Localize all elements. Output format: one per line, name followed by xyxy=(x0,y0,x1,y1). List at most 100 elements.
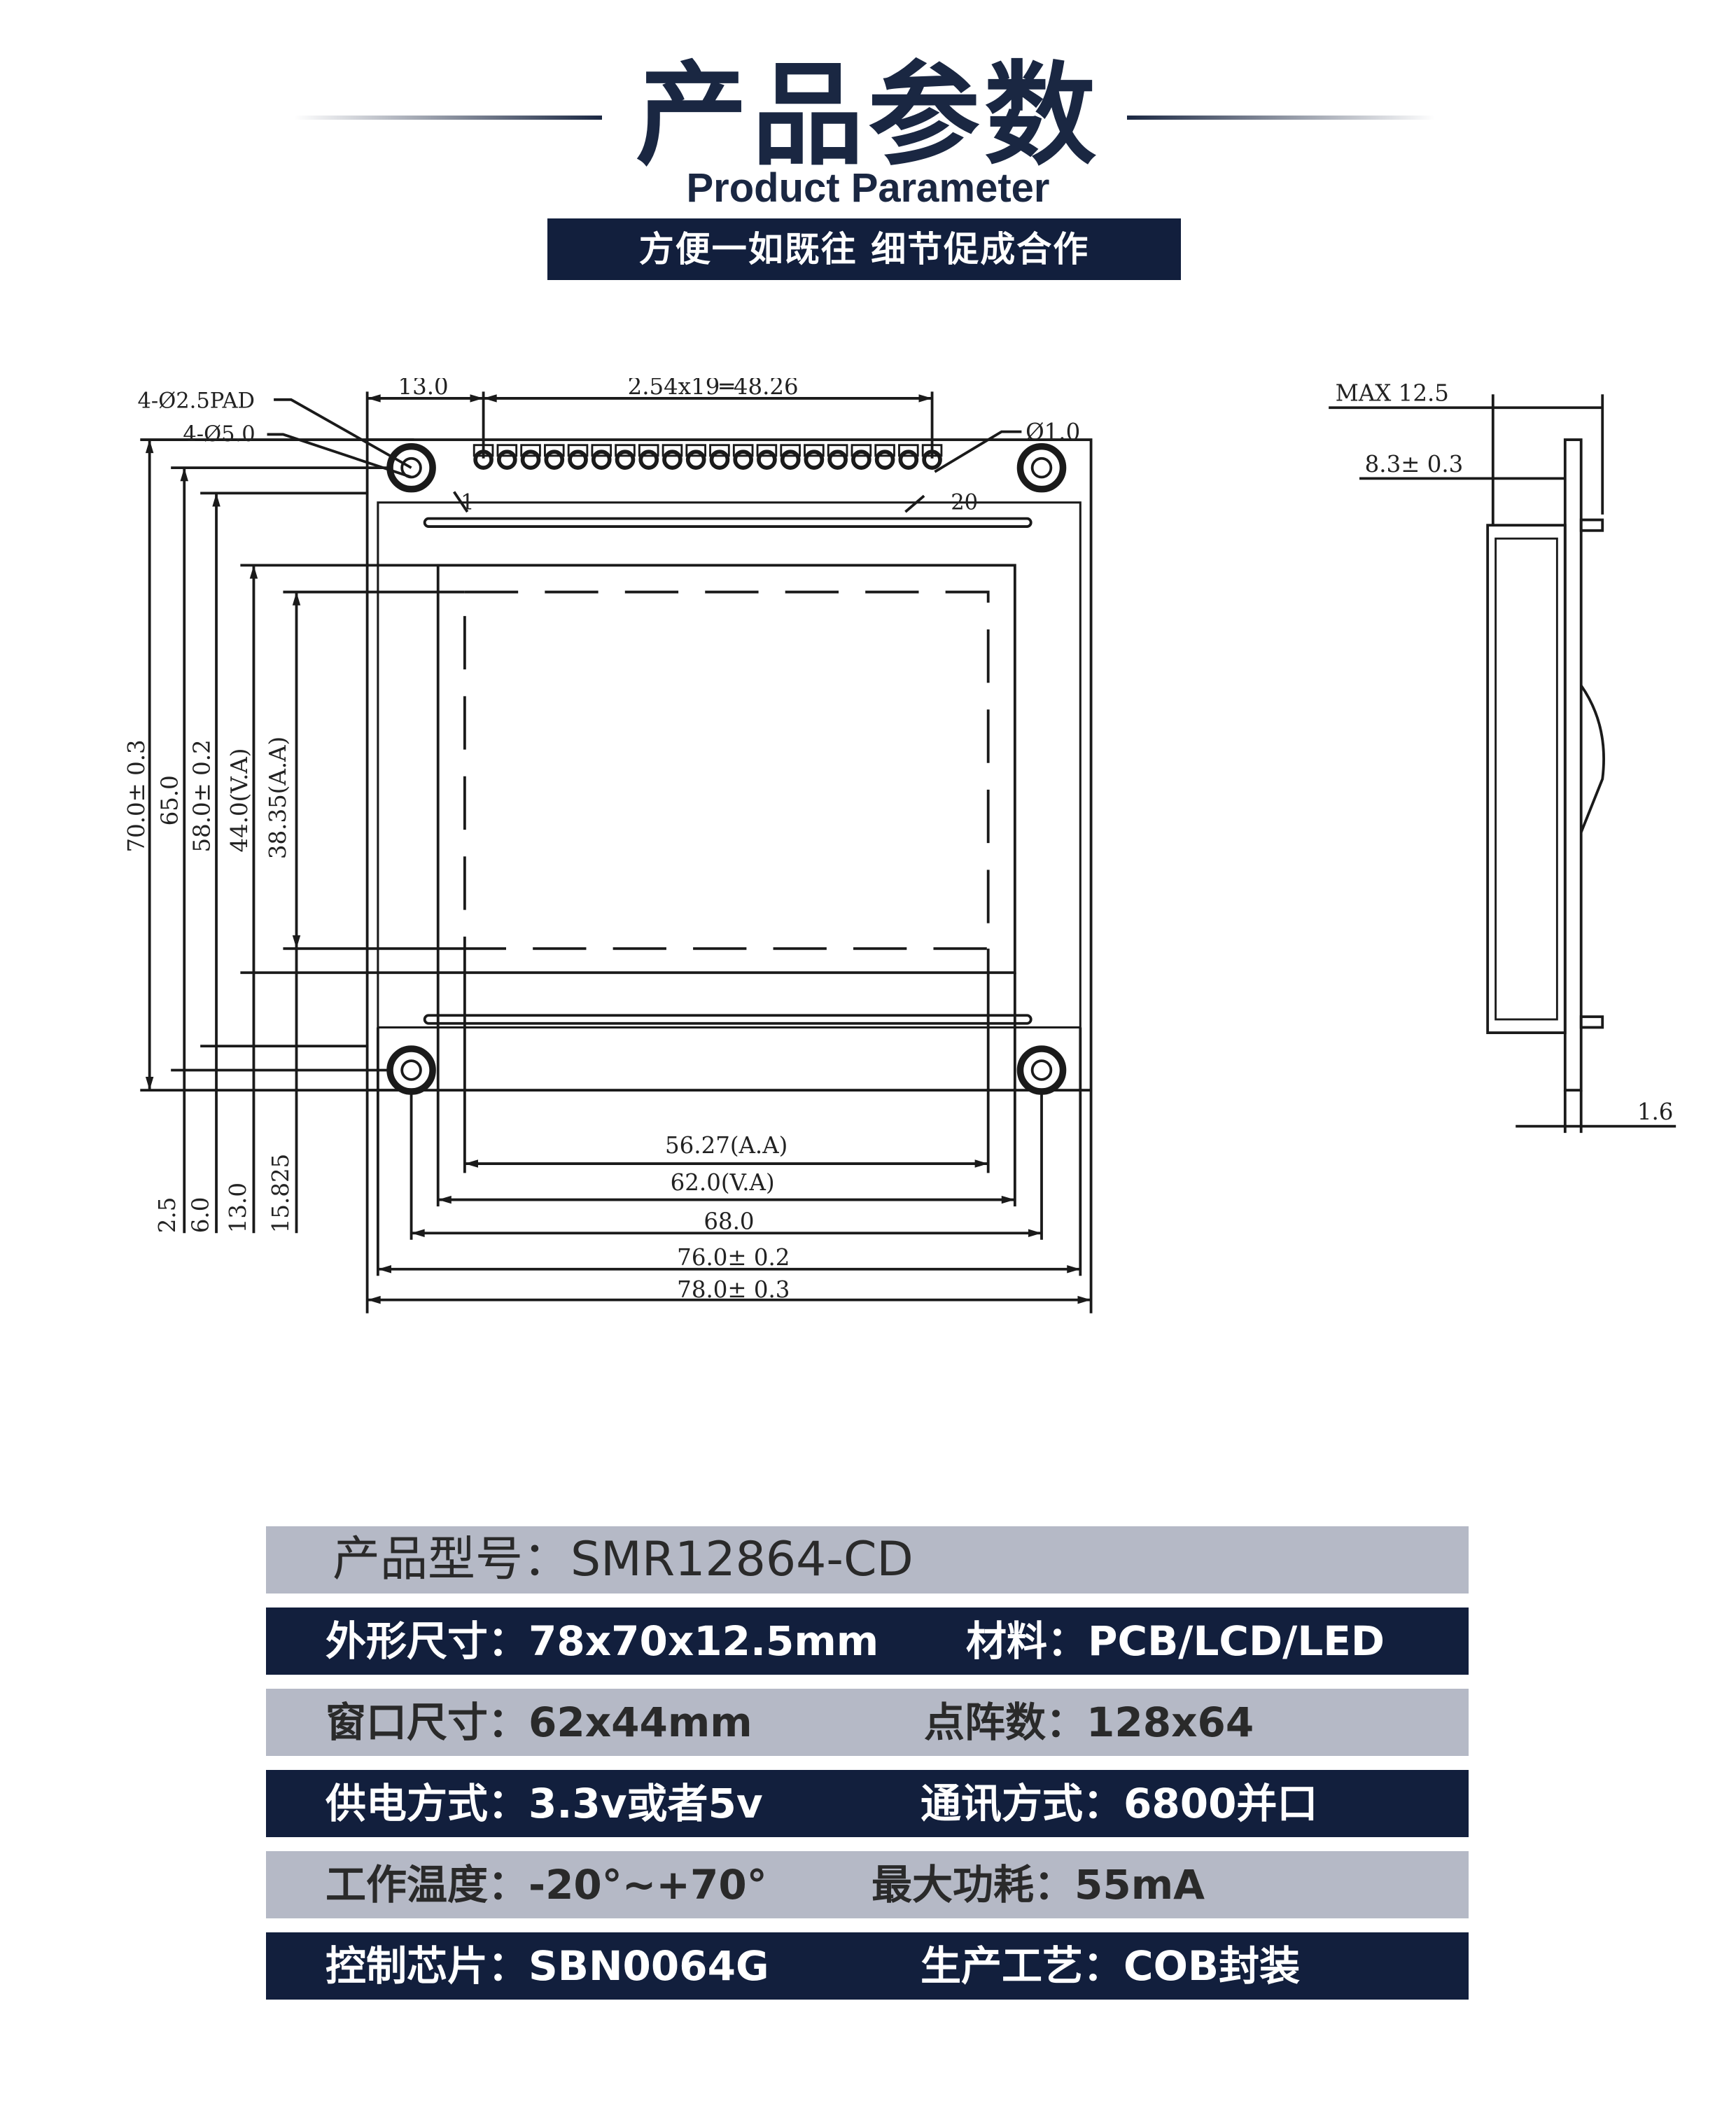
connector-pin-pad xyxy=(827,444,848,457)
mounting-hole-tr xyxy=(1016,442,1067,493)
dim-780: 78.0± 0.3 xyxy=(677,1276,790,1303)
dim-70: 70.0± 0.3 xyxy=(123,739,150,852)
spec-right: 最大功耗：55mA xyxy=(872,1861,1205,1909)
active-area xyxy=(463,590,990,950)
pin-span-label: 2.54x19═48.26 xyxy=(628,378,799,400)
spec-left: 窗口尺寸：62x44mm xyxy=(326,1699,752,1746)
pin-hole-label: Ø1.0 xyxy=(1026,419,1080,445)
connector-pin-pad xyxy=(732,444,754,457)
connector-pin-pad xyxy=(591,444,612,457)
spec-left: 供电方式：3.3v或者5v xyxy=(326,1780,763,1827)
connector-pin xyxy=(638,449,659,470)
connector-pin-pad xyxy=(874,444,895,457)
led-strip-top xyxy=(423,517,1032,528)
spec-left: 控制芯片：SBN0064G xyxy=(326,1942,769,1990)
connector-pin-pad xyxy=(567,444,589,457)
connector-pin-pad xyxy=(662,444,683,457)
connector-pin xyxy=(709,449,730,470)
model-text: 产品型号：SMR12864-CD xyxy=(332,1532,913,1587)
dim-3835: 38.35(A.A) xyxy=(265,737,291,859)
connector-pin xyxy=(615,449,636,470)
led-strip-bottom xyxy=(423,1014,1032,1025)
mounting-hole-tl xyxy=(386,442,436,493)
pin-row xyxy=(472,444,943,470)
pin-last-label: 20 xyxy=(951,490,978,515)
dim-65: 65.0 xyxy=(157,775,183,825)
holes-label: 4-Ø5.0 xyxy=(183,422,255,447)
connector-pin-pad xyxy=(544,444,565,457)
spec-left: 工作温度：-20°~+70° xyxy=(326,1861,767,1909)
header: 产品参数 Product Parameter 方便一如既往 细节促成合作 xyxy=(0,0,1736,294)
viewing-area xyxy=(436,564,1016,975)
connector-pin xyxy=(757,449,777,470)
connector-pin-pad xyxy=(472,444,494,457)
connector-pin-pad xyxy=(615,444,636,457)
connector-pin xyxy=(591,449,612,470)
offset-130: 13.0 xyxy=(225,1183,251,1233)
pin-first-label: 1 xyxy=(461,490,474,515)
connector-pin-pad xyxy=(898,444,919,457)
dim-5627: 56.27(A.A) xyxy=(665,1132,788,1159)
spec-row: 窗口尺寸：62x44mm 点阵数：128x64 xyxy=(266,1689,1469,1756)
page-subtitle: Product Parameter xyxy=(686,165,1050,211)
dim-44: 44.0(V.A) xyxy=(226,748,253,853)
connector-pin xyxy=(922,449,942,470)
connector-pin xyxy=(662,449,682,470)
slogan-banner: 方便一如既往 细节促成合作 xyxy=(547,218,1181,280)
connector-pin xyxy=(804,449,825,470)
title-rule-right xyxy=(1127,116,1435,120)
offset-60: 6.0 xyxy=(188,1197,214,1234)
dim-760: 76.0± 0.2 xyxy=(677,1244,790,1271)
connector-pin xyxy=(544,449,565,470)
side-lcd xyxy=(1486,524,1567,1034)
max-height-label: MAX 12.5 xyxy=(1336,380,1449,407)
connector-pin xyxy=(520,449,541,470)
connector-pin xyxy=(827,449,848,470)
connector-pin-pad xyxy=(520,444,541,457)
connector-pin xyxy=(851,449,872,470)
spec-right: 材料：PCB/LCD/LED xyxy=(966,1617,1385,1665)
connector-pin xyxy=(898,449,919,470)
connector-pin-pad xyxy=(709,444,730,457)
connector-pin xyxy=(568,449,588,470)
spec-right: 生产工艺：COB封装 xyxy=(920,1942,1301,1990)
dim-680: 68.0 xyxy=(704,1208,754,1235)
dim-620: 62.0(V.A) xyxy=(671,1169,775,1196)
connector-pin-pad xyxy=(850,444,872,457)
connector-pin xyxy=(497,449,517,470)
connector-pin-pad xyxy=(685,444,706,457)
spec-right: 通讯方式：6800并口 xyxy=(920,1780,1318,1827)
mounting-hole-bl xyxy=(386,1045,436,1095)
connector-pin xyxy=(733,449,753,470)
side-pcb xyxy=(1563,438,1583,1092)
offset-25: 2.5 xyxy=(154,1197,181,1234)
pads-label: 4-Ø2.5PAD xyxy=(137,389,255,413)
connector-pin xyxy=(473,449,493,470)
mounting-hole-tr-inner xyxy=(1030,456,1053,479)
pcb-offset-label: 8.3± 0.3 xyxy=(1365,451,1464,477)
title-rule-left xyxy=(294,116,602,120)
mounting-hole-bl-inner xyxy=(400,1059,422,1081)
connector-pin xyxy=(780,449,801,470)
spec-left: 外形尺寸：78x70x12.5mm xyxy=(326,1617,879,1665)
spec-row: 供电方式：3.3v或者5v 通讯方式：6800并口 xyxy=(266,1770,1469,1837)
page-title: 产品参数 xyxy=(635,50,1100,181)
connector-pin-pad xyxy=(496,444,518,457)
spec-row: 工作温度：-20°~+70° 最大功耗：55mA xyxy=(266,1851,1469,1918)
connector-pin xyxy=(874,449,895,470)
connector-pin-pad xyxy=(756,444,778,457)
mounting-hole-br-inner xyxy=(1030,1059,1053,1081)
dim-58: 58.0± 0.2 xyxy=(189,739,216,852)
technical-drawing: 4-Ø2.5PAD 4-Ø5.0 13.0 2.54x19═48.26 Ø1.0… xyxy=(0,373,1736,1400)
connector-pin xyxy=(685,449,706,470)
left-offset-label: 13.0 xyxy=(398,378,448,400)
pcb-outline xyxy=(365,438,1093,1092)
lcd-frame xyxy=(377,501,1082,1028)
connector-pin-pad xyxy=(638,444,659,457)
spec-row-model: 产品型号：SMR12864-CD xyxy=(266,1526,1469,1594)
connector-pin-pad xyxy=(921,444,943,457)
spec-row: 外形尺寸：78x70x12.5mm 材料：PCB/LCD/LED xyxy=(266,1608,1469,1675)
connector-pin-pad xyxy=(780,444,801,457)
thickness-label: 1.6 xyxy=(1637,1099,1674,1125)
connector-pin-pad xyxy=(804,444,825,457)
